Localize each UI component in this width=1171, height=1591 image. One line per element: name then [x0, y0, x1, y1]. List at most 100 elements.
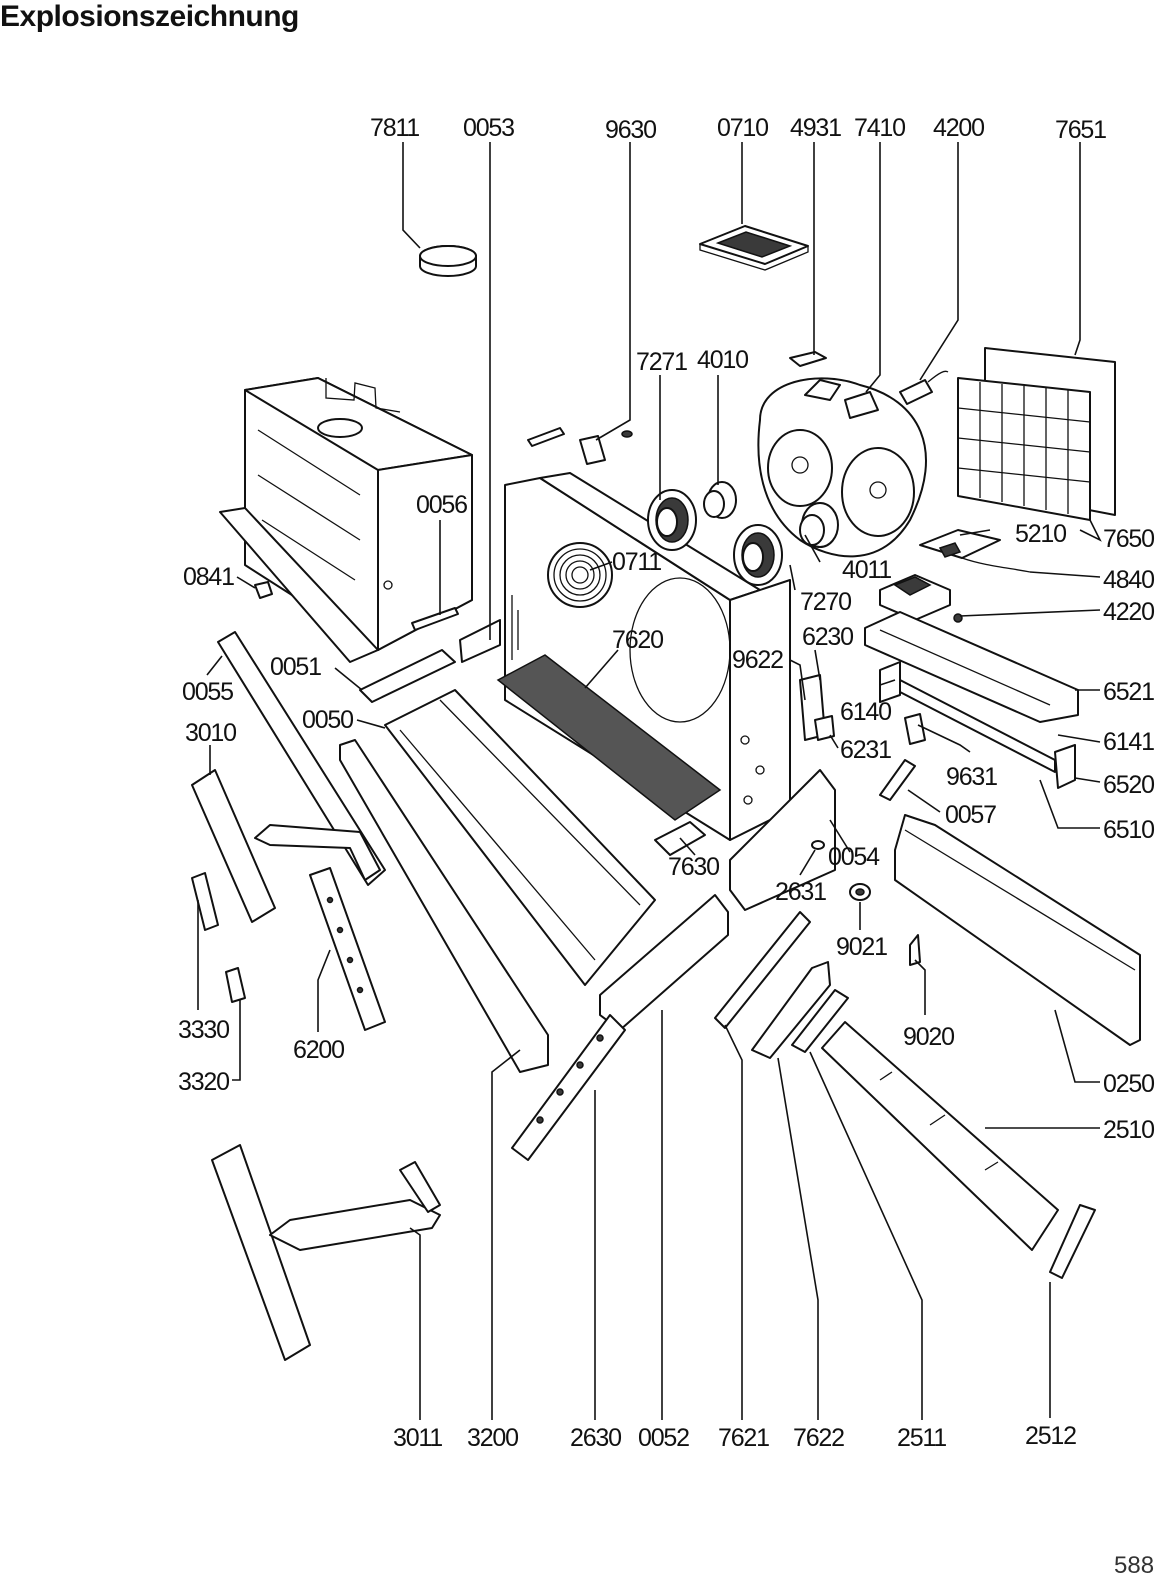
part-4010-motor: [703, 481, 737, 519]
label-4931: 4931: [790, 114, 841, 142]
part-0057-clip: [879, 759, 916, 801]
label-6140: 6140: [840, 698, 891, 726]
part-7270-gear: [733, 524, 783, 586]
part-labels: 7811 0053 9630 0710 4931 7410 4200 7651 …: [178, 114, 1155, 1452]
label-0711: 0711: [612, 548, 661, 576]
part-3200-strip: [339, 739, 549, 1073]
part-5210-switch: [919, 529, 1001, 559]
label-4840: 4840: [1103, 566, 1154, 594]
label-0056: 0056: [416, 491, 467, 519]
label-0055: 0055: [182, 678, 233, 706]
label-3011: 3011: [393, 1424, 442, 1452]
part-2510-glass: [821, 1021, 1059, 1251]
label-0250: 0250: [1103, 1070, 1154, 1098]
part-0055-rail: [217, 631, 386, 886]
label-3200: 3200: [467, 1424, 518, 1452]
part-6230-switch: [799, 674, 835, 741]
part-2511-clip: [791, 989, 849, 1053]
part-7622-handle: [751, 961, 831, 1059]
label-2630: 2630: [570, 1424, 621, 1452]
label-0052: 0052: [638, 1424, 689, 1452]
label-6520: 6520: [1103, 771, 1154, 799]
label-0051: 0051: [270, 653, 321, 681]
part-9630-square: [527, 427, 633, 465]
label-6231: 6231: [840, 736, 891, 764]
label-5210: 5210: [1015, 520, 1066, 548]
part-7410-fan-housing: [757, 377, 927, 558]
part-7620-filter-mat: [496, 654, 722, 821]
part-3330-part: [191, 872, 219, 931]
part-0052-bar: [599, 894, 729, 1031]
label-6141: 6141: [1103, 728, 1154, 756]
label-7650: 7650: [1103, 525, 1154, 553]
label-0057: 0057: [945, 801, 996, 829]
leader-lines: [197, 142, 1102, 1420]
label-0050: 0050: [302, 706, 353, 734]
part-3010-handle: [191, 769, 381, 923]
label-0053: 0053: [463, 114, 514, 142]
part-2512-endcap: [1049, 1204, 1096, 1279]
part-3320-part: [225, 967, 246, 1003]
part-7271-gear: [647, 489, 697, 551]
label-7621: 7621: [718, 1424, 769, 1452]
part-4931-clip: [789, 351, 827, 367]
label-4010: 4010: [697, 346, 748, 374]
part-2630-slide: [511, 1014, 626, 1161]
part-4840-cable: [961, 557, 1031, 573]
label-2631: 2631: [775, 878, 826, 906]
part-0051-rail: [359, 649, 456, 703]
label-7651: 7651: [1055, 116, 1106, 144]
part-7650-filter: [957, 347, 1116, 521]
part-7811-cap: [419, 245, 477, 277]
label-2511: 2511: [897, 1424, 946, 1452]
label-9630: 9630: [605, 116, 656, 144]
part-6521-light-housing: [864, 611, 1079, 723]
label-7811: 7811: [370, 114, 419, 142]
part-2631-nut: [811, 840, 825, 850]
page-number: 588: [1114, 1552, 1155, 1579]
label-9622: 9622: [732, 646, 783, 674]
part-4220-transformer: [879, 574, 963, 623]
part-0710-grille: [699, 225, 809, 271]
part-main-panel: [504, 472, 791, 841]
label-6200: 6200: [293, 1036, 344, 1064]
label-0054: 0054: [828, 843, 880, 871]
label-7271: 7271: [636, 348, 687, 376]
label-6510: 6510: [1103, 816, 1154, 844]
label-6230: 6230: [802, 623, 853, 651]
label-0841: 0841: [183, 563, 234, 591]
part-0050-tray: [384, 689, 656, 986]
label-0710: 0710: [717, 114, 768, 142]
part-9020-spring: [909, 934, 921, 966]
label-9631: 9631: [946, 763, 997, 791]
part-9631-holder: [904, 713, 926, 745]
page-title: Explosionszeichnung: [0, 0, 299, 33]
label-7630: 7630: [668, 853, 719, 881]
part-3011-handle: [211, 1144, 441, 1361]
label-4200: 4200: [933, 114, 984, 142]
label-9021: 9021: [836, 933, 887, 961]
label-7620: 7620: [612, 626, 663, 654]
label-7270: 7270: [800, 588, 851, 616]
label-4011: 4011: [842, 556, 891, 584]
label-3320: 3320: [178, 1068, 229, 1096]
part-4200-capacitor: [899, 370, 949, 405]
label-7410: 7410: [854, 114, 905, 142]
label-7622: 7622: [793, 1424, 844, 1452]
label-3330: 3330: [178, 1016, 229, 1044]
label-2512: 2512: [1025, 1422, 1076, 1450]
part-0250-rail: [894, 814, 1141, 1046]
label-9020: 9020: [903, 1023, 954, 1051]
label-4220: 4220: [1103, 598, 1154, 626]
part-6141-lamp: [879, 661, 1076, 789]
label-3010: 3010: [185, 719, 236, 747]
part-0054-bracket: [729, 769, 836, 911]
part-0841-clip: [254, 581, 273, 599]
part-7621-rail: [714, 911, 811, 1029]
part-0053-bracket: [459, 619, 501, 663]
label-2510: 2510: [1103, 1116, 1154, 1144]
part-6200-plate: [309, 867, 386, 1031]
part-9021-bushing: [849, 883, 871, 901]
label-6521: 6521: [1103, 678, 1154, 706]
